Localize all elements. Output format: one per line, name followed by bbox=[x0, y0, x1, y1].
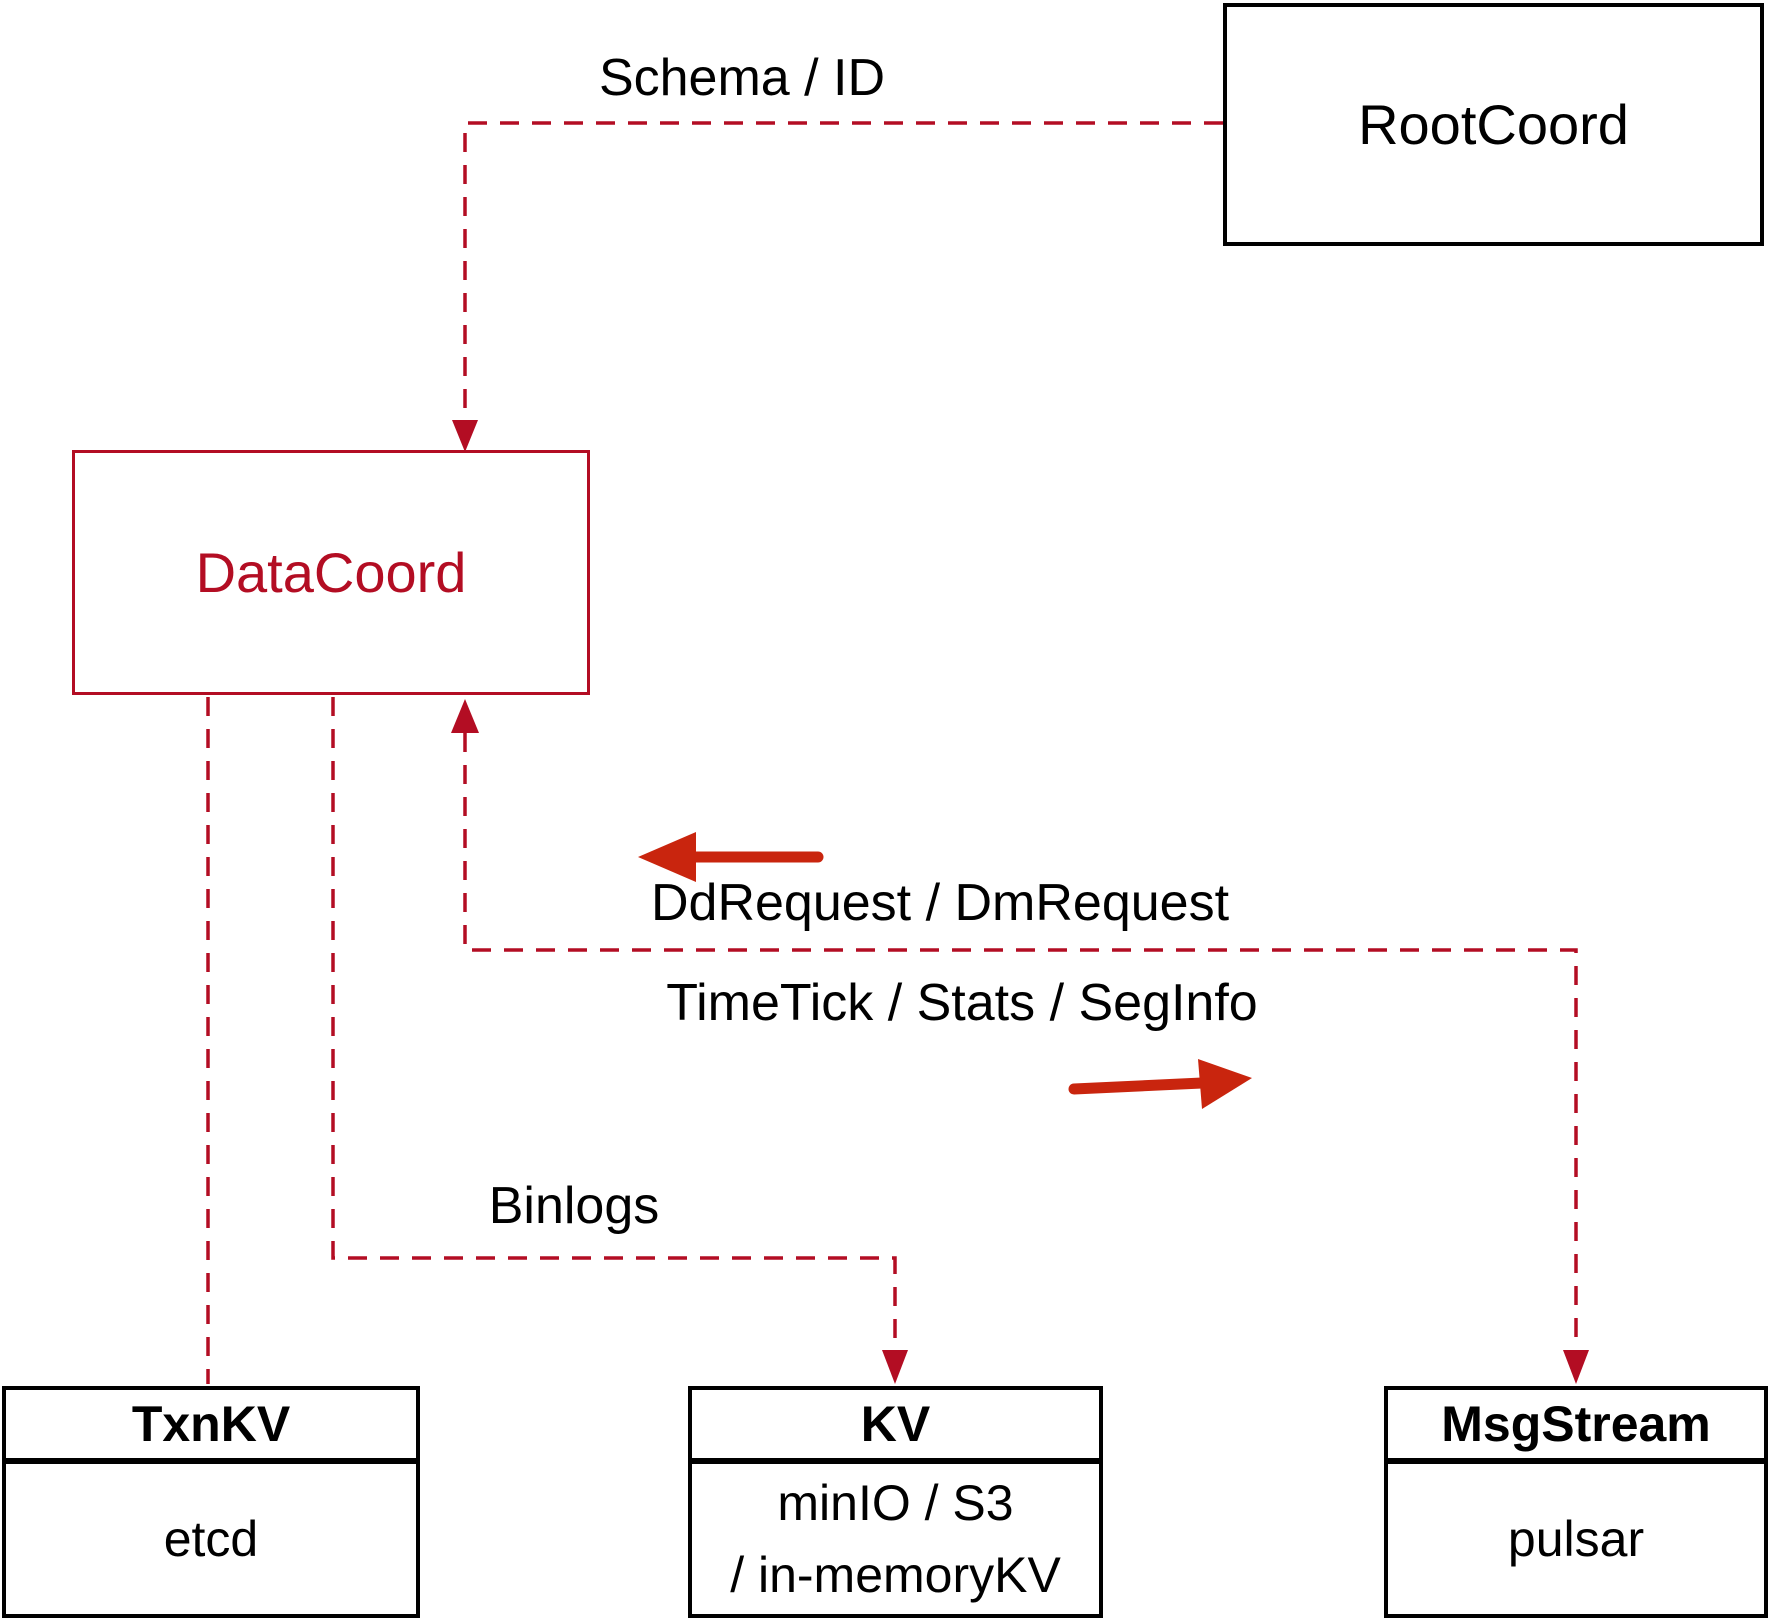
node-txnkv: TxnKV etcd bbox=[2, 1386, 420, 1618]
node-msgstream: MsgStream pulsar bbox=[1384, 1386, 1768, 1618]
edge-label-binlogs: Binlogs bbox=[488, 1177, 660, 1235]
edge-label-timetick-stats-seginfo: TimeTick / Stats / SegInfo bbox=[666, 974, 1258, 1032]
node-kv: KV minIO / S3 / in-memoryKV bbox=[688, 1386, 1103, 1618]
solid-arrow-right-shaft bbox=[1068, 1077, 1208, 1095]
node-rootcoord: RootCoord bbox=[1223, 3, 1764, 246]
msgstream-body: pulsar bbox=[1507, 1510, 1645, 1567]
edge-label-ddrequest-dmrequest: DdRequest / DmRequest bbox=[650, 874, 1230, 932]
txnkv-body: etcd bbox=[163, 1510, 259, 1567]
kv-body-line2: / in-memoryKV bbox=[730, 1547, 1061, 1603]
arrowhead-down-into-datacoord-icon bbox=[452, 420, 478, 452]
edge-datacoord-to-kv-binlogs bbox=[331, 697, 897, 1348]
kv-header: KV bbox=[692, 1390, 1099, 1464]
arrowhead-down-into-msgstream-icon bbox=[1563, 1350, 1589, 1384]
msgstream-header: MsgStream bbox=[1388, 1390, 1764, 1464]
node-datacoord: DataCoord bbox=[72, 450, 590, 695]
edge-label-schema-id: Schema / ID bbox=[598, 49, 886, 107]
datacoord-label: DataCoord bbox=[195, 541, 467, 604]
solid-arrow-left-icon bbox=[638, 832, 696, 882]
arrowhead-down-into-kv-icon bbox=[882, 1350, 908, 1384]
edge-datacoord-msgstream bbox=[463, 733, 1578, 1348]
rootcoord-label: RootCoord bbox=[1358, 93, 1629, 156]
solid-arrow-right-icon bbox=[1198, 1059, 1252, 1109]
arrowhead-up-into-datacoord-icon bbox=[451, 699, 479, 733]
txnkv-header: TxnKV bbox=[6, 1390, 416, 1464]
edge-rootcoord-to-datacoord bbox=[463, 121, 1223, 436]
kv-body-line1: minIO / S3 bbox=[777, 1474, 1014, 1531]
